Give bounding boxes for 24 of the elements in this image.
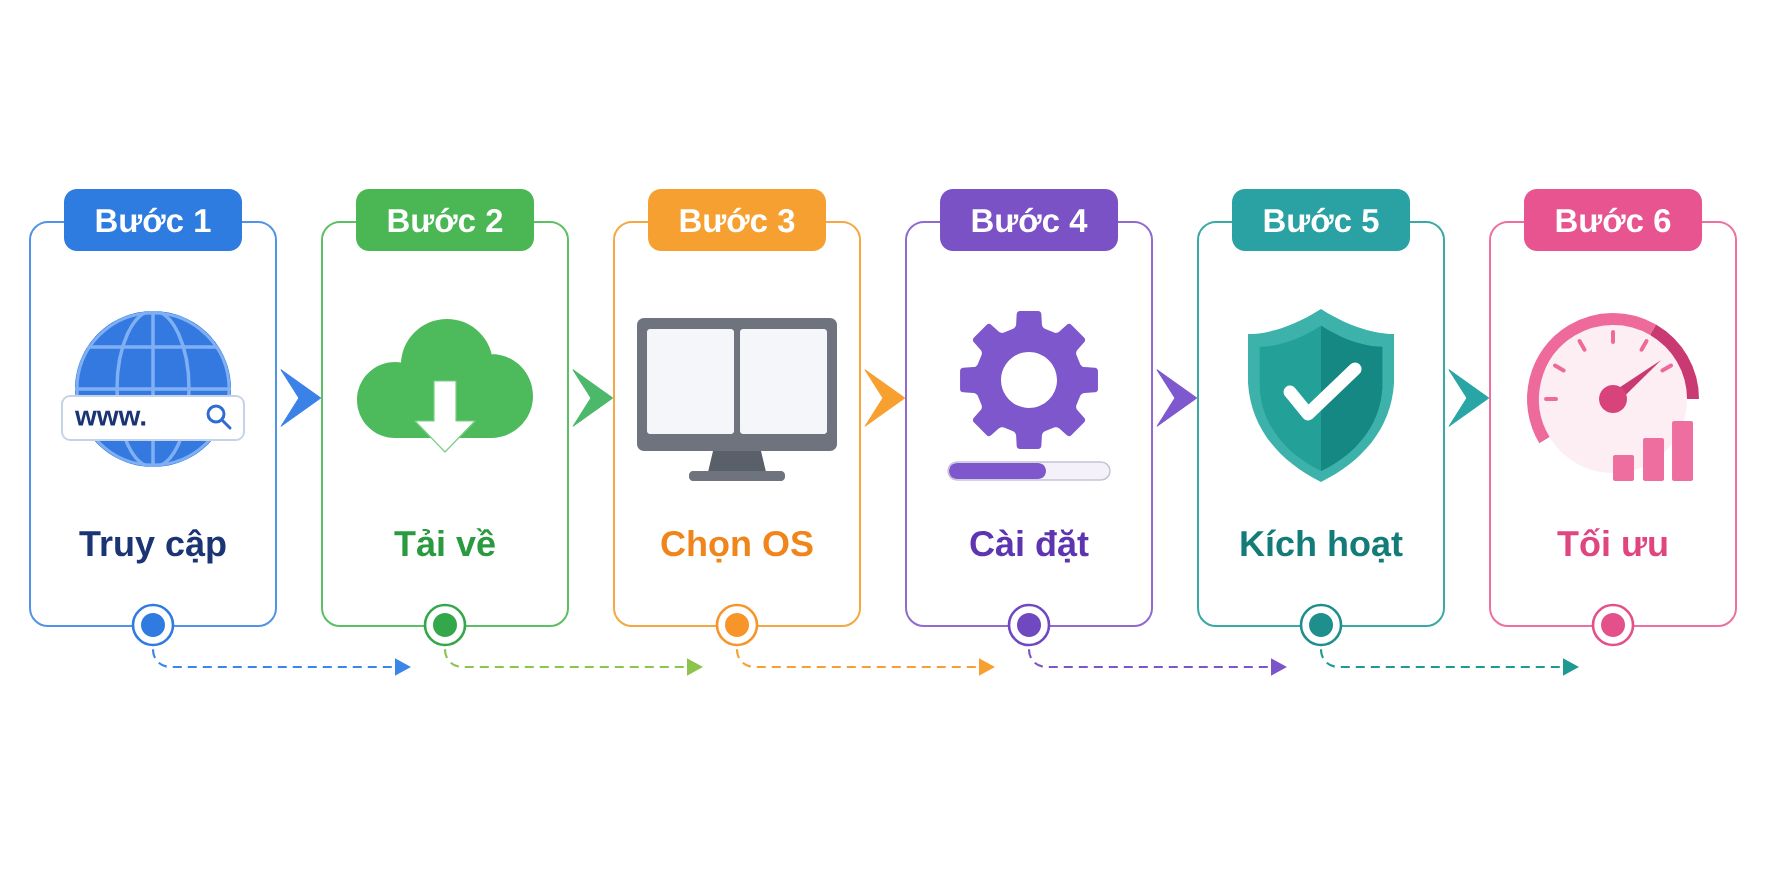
step-label: Kích hoạt bbox=[1241, 529, 1403, 563]
timeline-dot bbox=[423, 603, 467, 647]
search-field: www. bbox=[61, 395, 245, 441]
chevron-arrow bbox=[1448, 369, 1489, 427]
chevron-arrow bbox=[1156, 369, 1197, 427]
chevron-arrow bbox=[280, 369, 321, 427]
step-tab: Bước 6 bbox=[1524, 189, 1702, 251]
chevron-arrow bbox=[572, 369, 613, 427]
step-tab: Bước 4 bbox=[940, 189, 1118, 251]
step-label: Cài đặt bbox=[970, 529, 1089, 563]
timeline-dot bbox=[1591, 603, 1635, 647]
step-tab: Bước 3 bbox=[648, 189, 826, 251]
step-tab: Bước 2 bbox=[356, 189, 534, 251]
step-label: Tải về bbox=[394, 528, 495, 557]
timeline-dot bbox=[715, 603, 759, 647]
timeline-dot bbox=[1007, 603, 1051, 647]
step-label: Truy cập bbox=[79, 529, 226, 564]
timeline-dot bbox=[1299, 603, 1343, 647]
timeline-dot bbox=[131, 603, 175, 647]
step-tab: Bước 1 bbox=[64, 189, 242, 251]
step-tab: Bước 5 bbox=[1232, 189, 1410, 251]
chevron-arrow bbox=[864, 369, 905, 427]
step-label: Tối ưu bbox=[1557, 528, 1667, 557]
step-label: Chọn OS bbox=[661, 529, 813, 563]
